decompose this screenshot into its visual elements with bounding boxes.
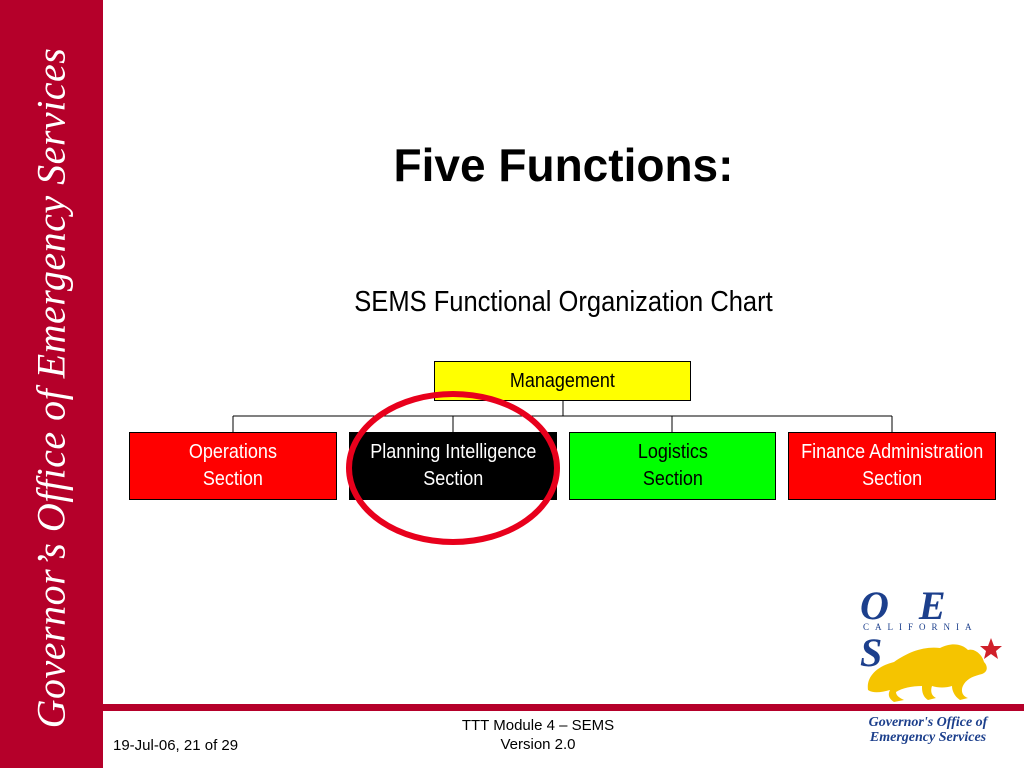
sidebar-band: Governor’s Office of Emergency Services [0, 0, 103, 768]
operations-section-label: Operations Section [188, 441, 278, 490]
operations-section-box: Operations Section [129, 432, 337, 500]
highlight-circle [346, 391, 560, 545]
management-label: Management [509, 369, 616, 392]
footer-module-line1: TTT Module 4 – SEMS [461, 717, 615, 734]
bear-shape [867, 644, 987, 702]
oes-agency-line2: Emergency Services [869, 730, 987, 745]
oes-logo-text: O E S [860, 583, 956, 675]
bear-logo-icon [867, 638, 1002, 702]
footer-divider [103, 704, 1024, 711]
finance-administration-section-box: Finance Administration Section [788, 432, 996, 500]
finance-administration-section-label: Finance Administration Section [800, 441, 984, 490]
planning-intelligence-section-box: Planning Intelligence Section [349, 432, 557, 500]
oes-agency-line1: Governor's Office of [868, 715, 988, 730]
logistics-section-box: Logistics Section [569, 432, 776, 500]
footer-module-line2: Version 2.0 [500, 736, 576, 753]
slide-subtitle: SEMS Functional Organization Chart [354, 286, 773, 318]
oes-logo-california: CALIFORNIA [863, 622, 978, 632]
star-icon [980, 638, 1002, 659]
planning-intelligence-section-label: Planning Intelligence Section [369, 441, 537, 490]
logistics-section-label: Logistics Section [637, 441, 708, 490]
footer-module: TTT Module 4 – SEMS Version 2.0 [418, 716, 658, 754]
slide-title: Five Functions: [393, 139, 734, 191]
footer-date-page: 19-Jul-06, 21 of 29 [113, 737, 239, 754]
oes-agency-name: Governor's Office of Emergency Services [848, 715, 1008, 745]
